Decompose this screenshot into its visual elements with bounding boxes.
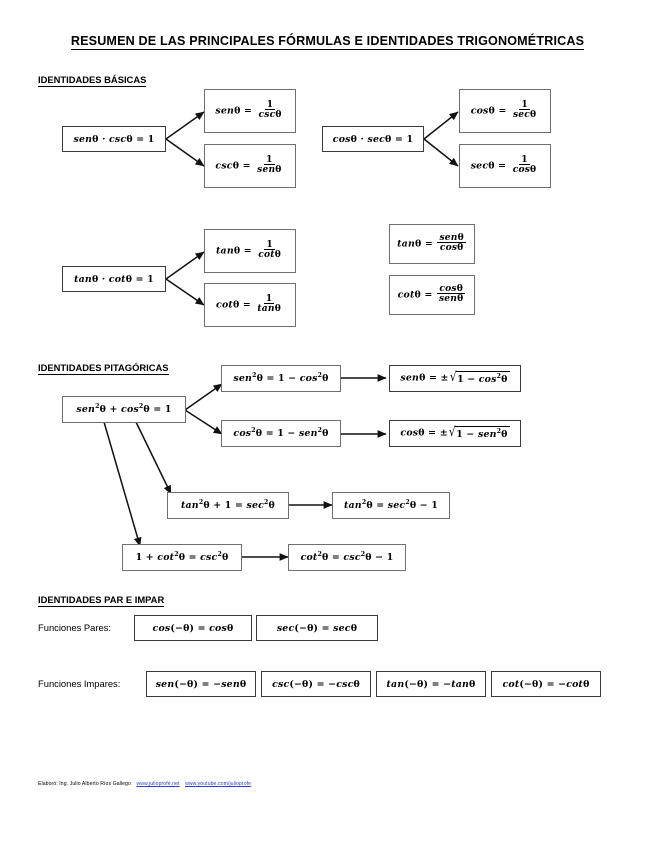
footer-author: Elaboró: Ing. Julio Alberto Ríos Gallego: [38, 781, 131, 787]
formula-text: sen2θ + cos2θ = 1: [76, 403, 172, 416]
formula-text: sen(−θ) = −senθ: [155, 678, 247, 690]
section-heading-pitagoricas: IDENTIDADES PITAGÓRICAS: [38, 362, 169, 375]
formula-text: cos(−θ) = cosθ: [152, 622, 234, 634]
formula-text: senθ · cscθ = 1: [73, 133, 155, 145]
formula-box-cot2-result: cot2θ = csc2θ − 1: [288, 544, 406, 571]
section-heading-par-impar: IDENTIDADES PAR E IMPAR: [38, 594, 165, 607]
formula-text: senθ = ±√1 − cos2θ: [400, 370, 510, 386]
formula-text: tan(−θ) = −tanθ: [386, 678, 476, 690]
formula-box-csc-odd: csc(−θ) = −cscθ: [261, 671, 371, 697]
formula-box-tan2-identity: tan2θ + 1 = sec2θ: [167, 492, 289, 519]
page-title: RESUMEN DE LAS PRINCIPALES FÓRMULAS E ID…: [0, 34, 655, 50]
formula-text: tan2θ + 1 = sec2θ: [180, 499, 275, 512]
formula-text: cot2θ = csc2θ − 1: [300, 551, 394, 564]
formula-text: csc(−θ) = −cscθ: [272, 678, 360, 690]
formula-box-tan2-result: tan2θ = sec2θ − 1: [332, 492, 450, 519]
page-title-text: RESUMEN DE LAS PRINCIPALES FÓRMULAS E ID…: [70, 34, 585, 50]
formula-text: tanθ · cotθ = 1: [74, 273, 154, 285]
formula-box-cot2-identity: 1 + cot2θ = csc2θ: [122, 544, 242, 571]
formula-text: sec(−θ) = secθ: [276, 622, 358, 634]
formula-box-tan-cot-source: tanθ · cotθ = 1: [62, 266, 166, 292]
section-heading-basicas: IDENTIDADES BÁSICAS: [38, 74, 147, 87]
formula-text: cos2θ = 1 − sen2θ: [233, 427, 329, 440]
formula-text: cot(−θ) = −cotθ: [502, 678, 590, 690]
formula-text: 1 + cot2θ = csc2θ: [135, 551, 229, 564]
formula-box-pythagorean-source: sen2θ + cos2θ = 1: [62, 396, 186, 423]
formula-text: tan2θ = sec2θ − 1: [343, 499, 439, 512]
footer-credit: Elaboró: Ing. Julio Alberto Ríos Gallego…: [38, 781, 251, 787]
formula-box-sen-sqrt-result: senθ = ±√1 − cos2θ: [389, 365, 521, 392]
formula-box-cot-odd: cot(−θ) = −cotθ: [491, 671, 601, 697]
label-funciones-impares: Funciones Impares:: [38, 678, 121, 689]
formula-text: cosθ · secθ = 1: [332, 133, 414, 145]
label-funciones-pares: Funciones Pares:: [38, 622, 111, 633]
formula-box-sen2-identity: sen2θ = 1 − cos2θ: [221, 365, 341, 392]
formula-text: cosθ = ±√1 − sen2θ: [400, 425, 510, 441]
formula-box-cos-sec-source: cosθ · secθ = 1: [322, 126, 424, 152]
formula-box-cos-sqrt-result: cosθ = ±√1 − sen2θ: [389, 420, 521, 447]
footer-link-youtube[interactable]: www.youtube.com/julioprofe: [185, 781, 252, 787]
formula-box-cos-even: cos(−θ) = cosθ: [134, 615, 252, 641]
formula-box-sec-even: sec(−θ) = secθ: [256, 615, 378, 641]
formula-box-sen-csc-source: senθ · cscθ = 1: [62, 126, 166, 152]
formula-box-tan-odd: tan(−θ) = −tanθ: [376, 671, 486, 697]
formula-box-cos2-identity: cos2θ = 1 − sen2θ: [221, 420, 341, 447]
footer-link-website[interactable]: www.julioprofe.net: [136, 781, 180, 787]
formula-box-sen-odd: sen(−θ) = −senθ: [146, 671, 256, 697]
formula-text: sen2θ = 1 − cos2θ: [233, 372, 329, 385]
